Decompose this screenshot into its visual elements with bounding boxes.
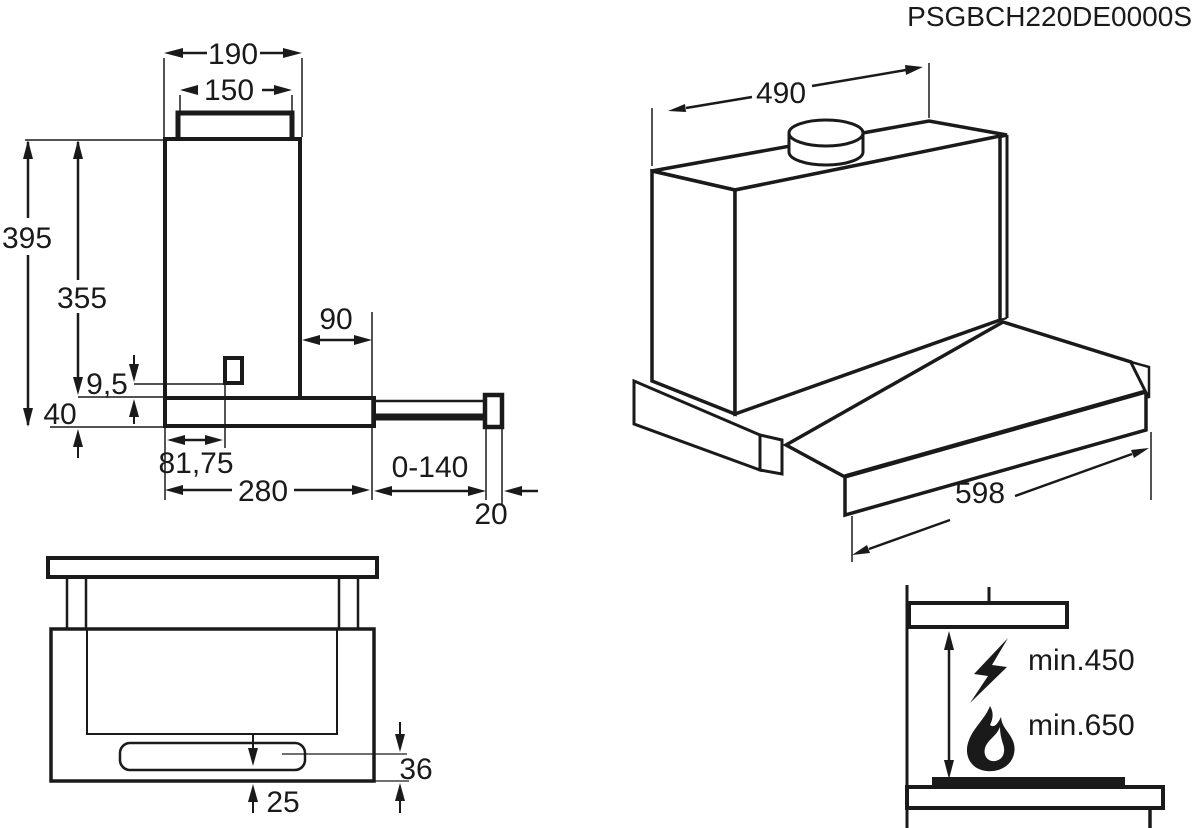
dim-label-panel-edge: 25 (266, 786, 299, 819)
dim-label-front-width: 598 (955, 477, 1005, 510)
dim-label-chimney-width: 190 (208, 38, 258, 71)
bracket-legs (65, 577, 360, 629)
filter-opening (86, 628, 338, 735)
lightning-icon (970, 638, 1008, 703)
dim-body-depth: 280 (165, 475, 370, 508)
hood-profile (907, 601, 1069, 629)
dim-handle-depth: 20 (474, 428, 538, 531)
light-panel (118, 741, 307, 772)
dim-label-panel-inset: 36 (399, 753, 432, 786)
base-block-side (758, 433, 784, 476)
chimney-outline (163, 137, 302, 400)
model-code: PSGBCH220DE0000S (907, 1, 1192, 32)
clearance-arrow (944, 631, 954, 779)
clearance-view: min.450 min.650 (905, 585, 1165, 828)
dim-label-duct-rear-offset: 90 (319, 303, 352, 336)
hob-surface (932, 777, 1125, 787)
dim-label-slot-distance: 81,75 (158, 447, 233, 480)
perspective-view: 490 598 (632, 63, 1152, 562)
dim-front-width: 598 (851, 432, 1152, 562)
dim-base-height: 40 (43, 398, 83, 458)
dim-total-height: 395 (2, 140, 52, 427)
base-body (163, 396, 376, 428)
dim-duct-rear-offset: 90 (302, 303, 373, 500)
dim-label-duct-width: 150 (204, 74, 254, 107)
dim-body-width: 490 (651, 63, 930, 166)
dim-panel-inset: 36 (395, 722, 433, 813)
bottom-view: 25 36 (46, 556, 433, 819)
dim-slot-distance: 81,75 (158, 384, 234, 500)
dim-panel-edge: 25 (248, 734, 300, 819)
dim-label-base-height: 40 (43, 398, 76, 431)
dim-label-body-height: 355 (57, 282, 107, 315)
hood-right-edge-bottom (999, 317, 1008, 321)
dim-label-slot-offset: 9,5 (86, 368, 128, 401)
dim-label-pullout-travel: 0-140 (392, 451, 469, 484)
dim-chimney-width: 190 (163, 38, 303, 137)
duct-collar (175, 110, 295, 143)
wall-bracket (46, 556, 379, 579)
visor-end-cap (1128, 360, 1151, 399)
duct-collar-top (787, 118, 865, 148)
mounting-slot (223, 356, 244, 385)
gas-clearance-label: min.650 (1028, 709, 1135, 742)
dim-slot-offset: 9,5 (86, 355, 139, 424)
hood-left-face (650, 168, 737, 417)
pullout-rails (374, 399, 486, 421)
dim-label-body-width: 490 (756, 77, 806, 110)
dim-body-height: 355 (57, 140, 107, 395)
pullout-handle (482, 392, 505, 430)
dim-label-handle-depth: 20 (474, 498, 507, 531)
counter-profile (905, 785, 1165, 810)
electric-clearance-label: min.450 (1028, 644, 1135, 677)
dim-duct-width: 150 (179, 74, 293, 112)
flame-icon (966, 706, 1015, 772)
side-view: 190 150 395 355 (2, 38, 538, 531)
dim-label-total-height: 395 (2, 222, 52, 255)
dim-pullout-travel: 0-140 (374, 428, 487, 500)
visor-front-skirt (843, 389, 1148, 518)
dim-label-body-depth: 280 (238, 475, 288, 508)
